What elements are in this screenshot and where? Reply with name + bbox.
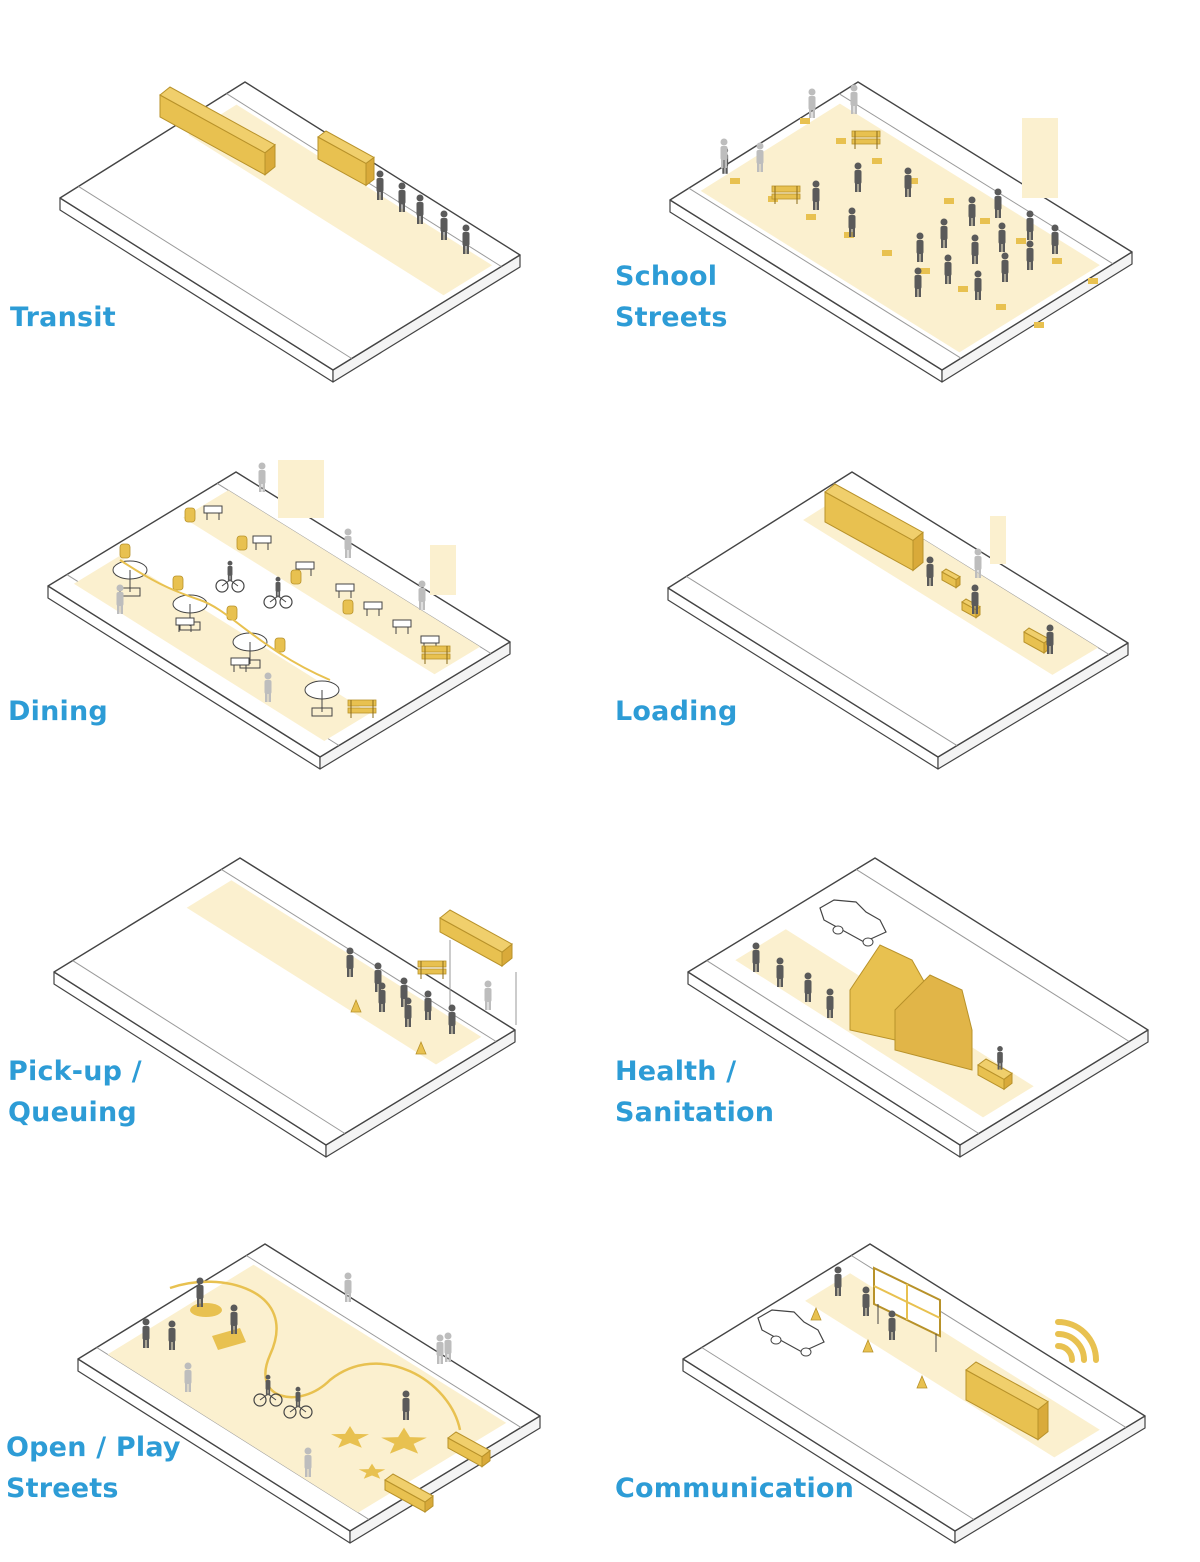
sanitation-tent bbox=[894, 974, 973, 1071]
label-dining: Dining bbox=[8, 696, 108, 727]
label-school-streets: School Streets bbox=[615, 261, 728, 333]
barricade bbox=[851, 130, 881, 138]
traffic-cone bbox=[350, 998, 362, 1013]
barricade bbox=[771, 185, 801, 193]
building-facade bbox=[1022, 118, 1058, 198]
bicycle bbox=[263, 595, 277, 609]
traffic-cone bbox=[415, 1040, 427, 1055]
barricade bbox=[347, 699, 377, 707]
table-set bbox=[175, 617, 195, 626]
panel-school-streets bbox=[669, 81, 1133, 383]
table-set bbox=[420, 635, 440, 644]
play-marking bbox=[730, 178, 740, 184]
label-transit: Transit bbox=[10, 302, 116, 333]
label-communication: Communication bbox=[615, 1473, 854, 1504]
barricade bbox=[417, 960, 447, 968]
panel-communication bbox=[682, 1243, 1146, 1544]
traffic-cone bbox=[862, 1338, 874, 1353]
barrel bbox=[119, 543, 131, 559]
barrel bbox=[236, 535, 248, 551]
table-set bbox=[335, 583, 355, 592]
panel-transit bbox=[59, 81, 521, 383]
play-marking bbox=[1034, 322, 1044, 328]
barrel bbox=[172, 575, 184, 591]
bicycle bbox=[215, 579, 229, 593]
panel-loading bbox=[667, 471, 1129, 770]
transit-street-surface bbox=[59, 81, 521, 371]
table-set bbox=[392, 619, 412, 628]
barrel bbox=[184, 507, 196, 523]
star-marking bbox=[331, 1426, 369, 1448]
bicycle bbox=[253, 1393, 267, 1407]
panel-labels: Transit School Streets Dining Loading Pi… bbox=[6, 261, 854, 1504]
label-open-play-streets: Open / Play Streets bbox=[6, 1432, 190, 1504]
panel-dining bbox=[47, 460, 511, 770]
star-marking bbox=[381, 1427, 427, 1454]
table-set bbox=[203, 505, 223, 514]
table-set bbox=[252, 535, 272, 544]
table-set bbox=[363, 601, 383, 610]
label-loading: Loading bbox=[615, 696, 738, 727]
building-facade bbox=[990, 516, 1006, 564]
traffic-cone bbox=[810, 1306, 822, 1321]
star-marking bbox=[358, 1463, 386, 1479]
play-marking bbox=[920, 268, 930, 274]
table-set bbox=[295, 561, 315, 570]
play-marking bbox=[958, 286, 968, 292]
person-figure bbox=[444, 1332, 452, 1362]
person-figure bbox=[484, 980, 492, 1010]
building-facade bbox=[278, 460, 324, 518]
traffic-cone bbox=[916, 1374, 928, 1389]
play-marking bbox=[996, 304, 1006, 310]
barrel bbox=[290, 569, 302, 585]
loading-street-surface bbox=[667, 471, 1129, 758]
play-marking bbox=[882, 250, 892, 256]
label-health-sanitation: Health / Sanitation bbox=[615, 1056, 774, 1128]
play-marking bbox=[806, 214, 816, 220]
wifi-signal-icon bbox=[1055, 1319, 1099, 1363]
panel-pickup-queuing bbox=[53, 857, 517, 1158]
dining-street-surface bbox=[47, 471, 511, 758]
bicycle bbox=[283, 1405, 297, 1419]
label-pickup-queuing: Pick-up / Queuing bbox=[8, 1056, 151, 1128]
barrel bbox=[274, 637, 286, 653]
panel-open-play-streets bbox=[77, 1243, 541, 1544]
panel-health-sanitation bbox=[687, 857, 1149, 1158]
barrel bbox=[342, 599, 354, 615]
barricade bbox=[421, 645, 451, 653]
wifi-signal-icon bbox=[1055, 1331, 1087, 1363]
table-set bbox=[230, 657, 250, 666]
wifi-signal-icon bbox=[1055, 1343, 1075, 1363]
